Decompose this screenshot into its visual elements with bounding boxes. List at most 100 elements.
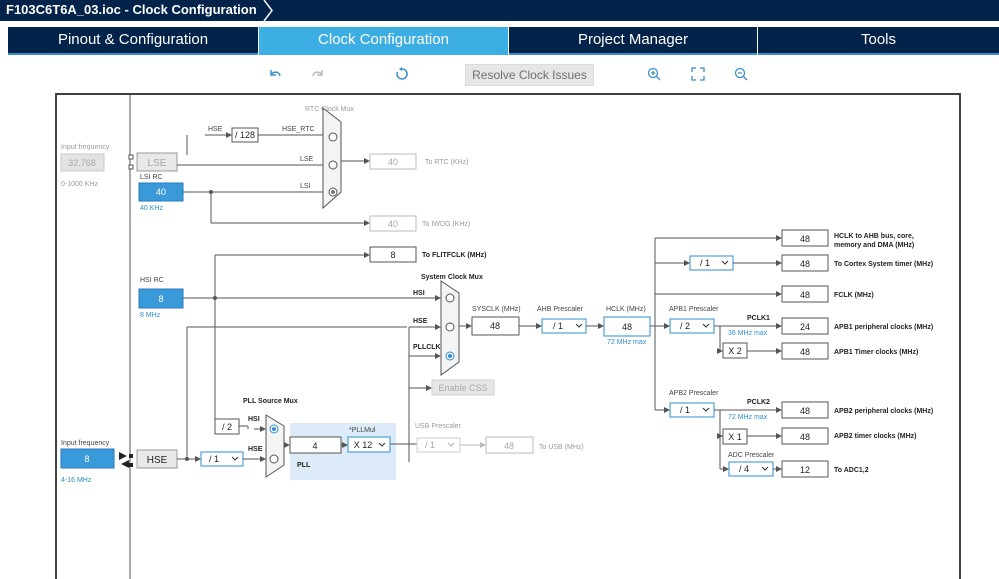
rtc-output-box: [369, 153, 417, 170]
flitf-output-box: [369, 246, 417, 263]
pll-source-mux-label: PLL Source Mux: [243, 398, 298, 405]
hse-oscillator-label: HSE: [147, 455, 168, 466]
sysmux-radio-hsi[interactable]: [445, 293, 455, 303]
sysclk-value: 48: [490, 321, 500, 331]
sysmux-hsi-label: HSI: [413, 290, 425, 297]
apb1-max: 36 MHz max: [728, 330, 768, 337]
hsi-rc-label: HSI RC: [140, 277, 164, 284]
hclk-max: 72 MHz max: [607, 339, 647, 346]
apb2-timer-output-value: 48: [800, 432, 810, 442]
hsi-rc-value: 8: [158, 294, 163, 304]
zoom-out-icon[interactable]: [733, 66, 749, 82]
hse-input-frequency-label: Input frequency: [61, 440, 110, 447]
hclk-value: 48: [622, 322, 632, 332]
adc-output-label: To ADC1,2: [834, 467, 869, 474]
rtc-hse-rtc-label: HSE_RTC: [282, 126, 315, 133]
toolbar: Resolve Clock Issues: [0, 58, 999, 90]
usb-chevron-down-icon: [447, 442, 455, 447]
usb-prescaler-value: / 1: [425, 440, 435, 450]
lse-input-frequency-field[interactable]: [60, 153, 105, 172]
lse-oscillator-box: [136, 152, 178, 172]
breadcrumb-chevron-icon: [263, 0, 273, 21]
iwdg-output-box: [369, 215, 417, 232]
tab-project-manager[interactable]: Project Manager: [509, 27, 757, 55]
pll-mux-hsi-label: HSI: [248, 416, 260, 423]
apb1-chevron-down-icon: [702, 323, 710, 328]
apb2-peripheral-output-label: APB2 peripheral clocks (MHz): [834, 408, 933, 415]
pll-source-mux: [265, 414, 285, 478]
usb-prescaler-select[interactable]: [416, 437, 461, 453]
pll-input-value: 4: [312, 441, 317, 451]
title-bar: F103C6T6A_03.ioc - Clock Configuration: [0, 0, 999, 21]
hse-input-range: 4-16 MHz: [61, 477, 92, 484]
apb1-timer-output-label: APB1 Timer clocks (MHz): [834, 349, 918, 356]
sysmux-pllclk-label: PLLCLK: [413, 344, 441, 351]
cortex-output-label: To Cortex System timer (MHz): [834, 261, 933, 268]
clock-tree-diagram: RTC Clock Mux HSE / 128 HSE_RTC LSE LSI …: [60, 95, 933, 579]
ahb-prescaler-value: / 1: [553, 321, 563, 331]
clock-tree-canvas: RTC Clock Mux HSE / 128 HSE_RTC LSE LSI …: [55, 93, 961, 579]
hclk-label: HCLK (MHz): [606, 306, 646, 313]
ahb-output-label-2: memory and DMA (MHz): [834, 242, 914, 249]
pclk1-label: PCLK1: [747, 315, 770, 322]
fit-to-screen-icon[interactable]: [690, 66, 706, 82]
ahb-prescaler-label: AHB Prescaler: [537, 306, 584, 313]
rtc-clock-mux: [322, 106, 342, 210]
ahb-output-box: [781, 229, 829, 247]
pll-mux-radio-hse[interactable]: [269, 454, 279, 464]
ahb-chevron-down-icon: [575, 323, 583, 328]
adc-chevron-down-icon: [761, 466, 769, 471]
apb2-prescaler-value: / 1: [680, 405, 690, 415]
pll-hsi-divider: / 2: [222, 422, 232, 432]
apb1-peripheral-output-value: 24: [800, 322, 810, 332]
pll-mul-label: *PLLMul: [349, 427, 376, 434]
hse-input-frequency-value: 8: [84, 454, 89, 464]
ahb-output-label: HCLK to AHB bus, core,: [834, 233, 914, 240]
fclk-output-value: 48: [800, 290, 810, 300]
enable-css-button[interactable]: [431, 379, 495, 396]
apb2-peripheral-output-value: 48: [800, 406, 810, 416]
apb2-max: 72 MHz max: [728, 414, 768, 421]
window-title: F103C6T6A_03.ioc - Clock Configuration: [6, 2, 257, 17]
rtc-output-label: To RTC (KHz): [425, 159, 468, 166]
cortex-chevron-down-icon: [721, 260, 729, 265]
hse-prediv-value: / 1: [209, 454, 219, 464]
adc-prescaler-label: ADC Prescaler: [728, 452, 775, 459]
lse-input-range: 0-1000 KHz: [61, 181, 98, 188]
apb1-timer-output-box: [781, 342, 829, 360]
apb1-timer-output-value: 48: [800, 347, 810, 357]
usb-output-label: To USB (MHz): [539, 444, 584, 451]
adc-output-box: [781, 460, 829, 478]
rtc-hse-label: HSE: [208, 126, 223, 133]
zoom-in-icon[interactable]: [646, 66, 662, 82]
usb-output-value: 48: [504, 441, 514, 451]
apb1-prescaler-value: / 2: [680, 321, 690, 331]
apb2-timer-output-box: [781, 427, 829, 445]
hse-prediv-chevron-down-icon: [231, 456, 239, 461]
hse-input-frequency-field[interactable]: [60, 448, 115, 469]
rtc-lse-input-label: LSE: [300, 156, 314, 163]
resolve-clock-issues-button[interactable]: Resolve Clock Issues: [465, 64, 594, 86]
rtc-mux-radio-hse[interactable]: [328, 132, 338, 142]
usb-output-box: [485, 436, 534, 454]
iwdg-output-value: 40: [388, 219, 398, 229]
sysmux-radio-hse[interactable]: [445, 322, 455, 332]
rtc-lsi-input-label: LSI: [300, 183, 311, 190]
rtc-output-value: 40: [388, 157, 398, 167]
pll-mux-hse-label: HSE: [248, 446, 263, 453]
apb2-prescaler-label: APB2 Prescaler: [669, 390, 719, 397]
flitf-output-value: 8: [390, 250, 395, 260]
redo-icon[interactable]: [310, 66, 326, 82]
hsi-rc-unit: 8 MHz: [140, 312, 161, 319]
lse-input-frequency-label: Input frequency: [61, 144, 110, 151]
undo-icon[interactable]: [267, 66, 283, 82]
iwdg-output-label: To IWDG (KHz): [422, 221, 470, 228]
apb1-timer-multiplier: X 2: [728, 346, 742, 356]
cortex-output-box: [781, 254, 829, 272]
tab-clock-configuration[interactable]: Clock Configuration: [259, 27, 508, 55]
rtc-mux-radio-lse[interactable]: [328, 160, 338, 170]
refresh-icon[interactable]: [394, 66, 410, 82]
sysmux-hse-label: HSE: [413, 318, 428, 325]
tab-tools[interactable]: Tools: [758, 27, 999, 55]
tab-pinout[interactable]: Pinout & Configuration: [8, 27, 258, 55]
